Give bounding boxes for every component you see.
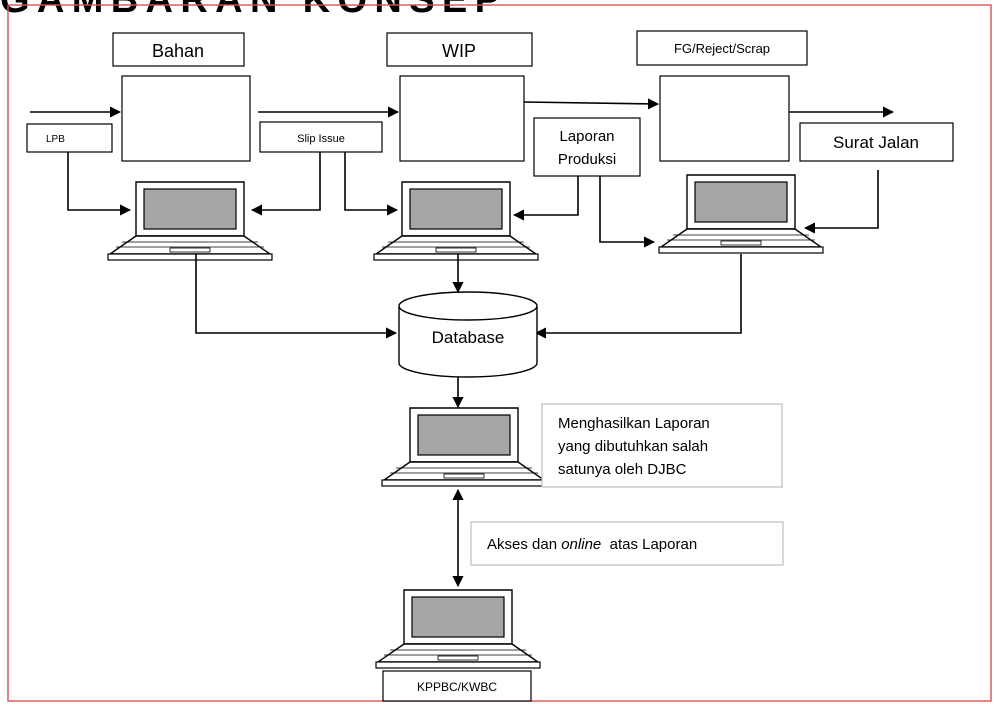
- bahan-label: Bahan: [152, 41, 204, 61]
- arrow-icon: [599, 176, 656, 248]
- header-title: GAMBARAN KONSEP: [0, 0, 500, 21]
- wip-stage-square: [399, 75, 525, 162]
- arrow-icon: [534, 254, 742, 339]
- kppbc-box: KPPBC/KWBC: [382, 670, 532, 702]
- arrow-icon: [512, 176, 579, 221]
- wip-label: WIP: [442, 41, 476, 61]
- laporan-label-2: Produksi: [558, 151, 616, 168]
- bahan-stage-square: [121, 75, 251, 162]
- laptop-icon: [107, 181, 273, 261]
- laptop-icon: [373, 181, 539, 261]
- slip-issue-doc: Slip Issue: [259, 121, 383, 153]
- slip-issue-label: Slip Issue: [297, 133, 345, 145]
- access-label: Akses dan online atas Laporan: [487, 536, 697, 553]
- laptop-icon: [375, 589, 541, 669]
- bahan-box: Bahan: [112, 32, 245, 67]
- fg-stage-square: [659, 75, 790, 162]
- arrow-icon: [344, 152, 399, 216]
- wip-box: WIP: [386, 32, 533, 67]
- laptop-icon: [658, 174, 824, 254]
- arrow-icon: [803, 170, 879, 234]
- arrow-icon: [67, 152, 132, 216]
- surat-jalan-label: Surat Jalan: [833, 133, 919, 152]
- laptop-icon: [381, 407, 547, 487]
- arrow-icon: [195, 254, 398, 339]
- lpb-doc: LPB: [26, 123, 113, 153]
- lpb-label: LPB: [46, 134, 65, 145]
- fg-box: FG/Reject/Scrap: [636, 30, 808, 66]
- database-label: Database: [432, 328, 505, 347]
- output-line-1: Menghasilkan Laporan: [558, 415, 710, 432]
- database-cylinder-icon: Database: [398, 291, 538, 378]
- surat-jalan-doc: Surat Jalan: [799, 122, 954, 162]
- output-note: Menghasilkan Laporan yang dibutuhkan sal…: [541, 403, 783, 488]
- output-line-2: yang dibutuhkan salah: [558, 438, 708, 455]
- fg-label: FG/Reject/Scrap: [674, 41, 770, 56]
- output-line-3: satunya oleh DJBC: [558, 461, 687, 478]
- laporan-label-1: Laporan: [559, 128, 614, 145]
- access-note: Akses dan online atas Laporan: [470, 521, 784, 566]
- arrow-icon: [250, 152, 321, 216]
- arrow-icon: [523, 98, 660, 110]
- kppbc-label: KPPBC/KWBC: [417, 680, 497, 694]
- laporan-produksi-doc: Laporan Produksi: [533, 117, 641, 177]
